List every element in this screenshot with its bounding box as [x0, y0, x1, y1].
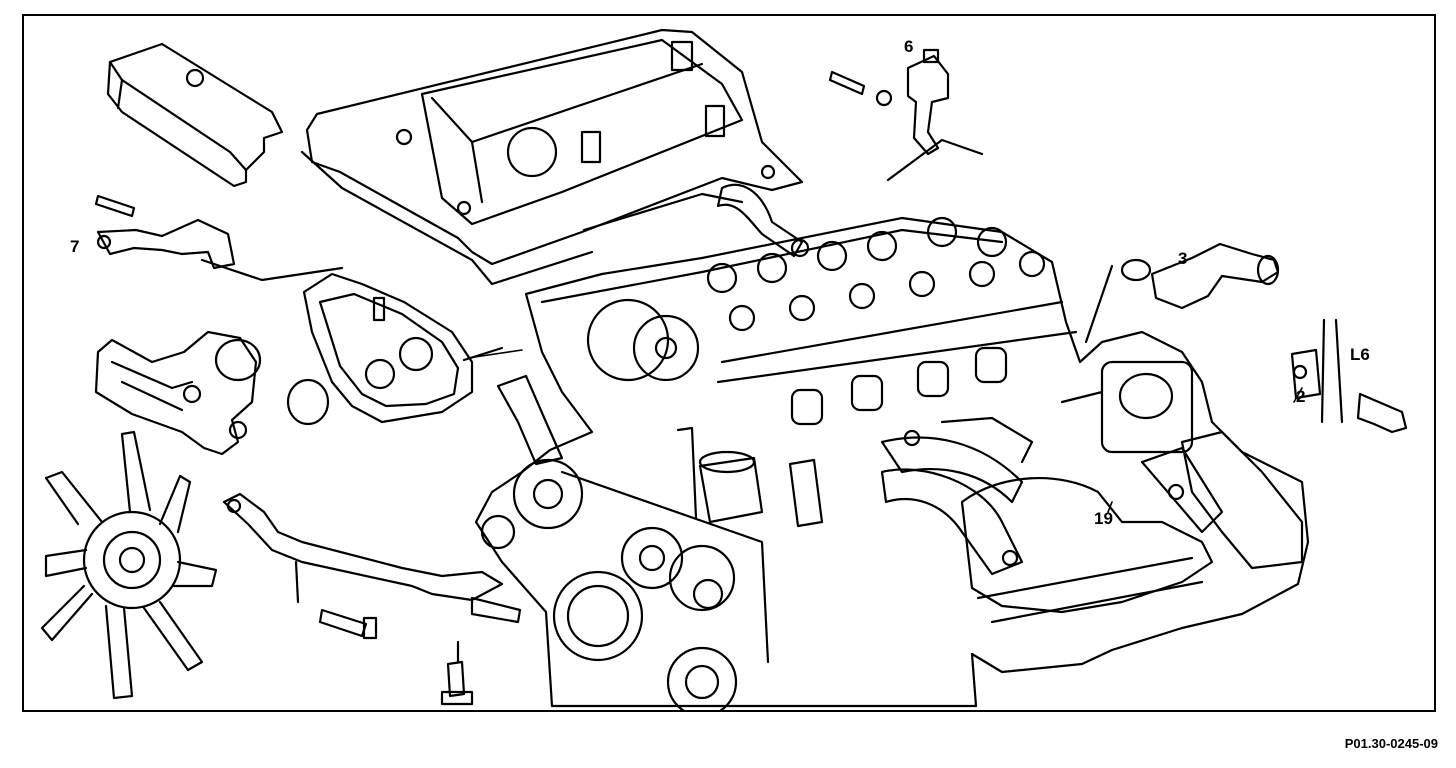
- engine-exploded-view: [40, 28, 1408, 710]
- callout-6: 6: [904, 37, 914, 56]
- callout-L6: L6: [1350, 345, 1370, 364]
- oil-dipstick-tube-part: [222, 492, 522, 706]
- diagram-frame: 7 6 3 L6 2 19: [22, 14, 1436, 712]
- callout-3: 3: [1178, 249, 1188, 268]
- o-ring-part: [286, 378, 330, 426]
- vent-valve-part: [828, 48, 984, 182]
- cylinder-head-cover-part: [300, 28, 804, 286]
- callout-2: 2: [1296, 387, 1306, 406]
- engine-block-part: [474, 216, 1310, 710]
- breather-hose-part: [716, 183, 810, 258]
- coolant-hose-3-part: [1084, 242, 1280, 344]
- leader-lines: [467, 349, 1303, 513]
- callout-19: 19: [1094, 509, 1113, 528]
- temperature-sensor-part: [1290, 318, 1408, 434]
- engine-cover-part: [106, 42, 284, 188]
- callout-7: 7: [70, 237, 80, 256]
- cooling-fan-part: [40, 430, 218, 700]
- coolant-pipe-7-part: [94, 194, 344, 282]
- intake-manifold-part: [880, 360, 1304, 624]
- thermostat-housing-part: [94, 330, 262, 456]
- figure-code: P01.30-0245-09: [1344, 736, 1438, 751]
- timing-cover-part: [302, 272, 504, 424]
